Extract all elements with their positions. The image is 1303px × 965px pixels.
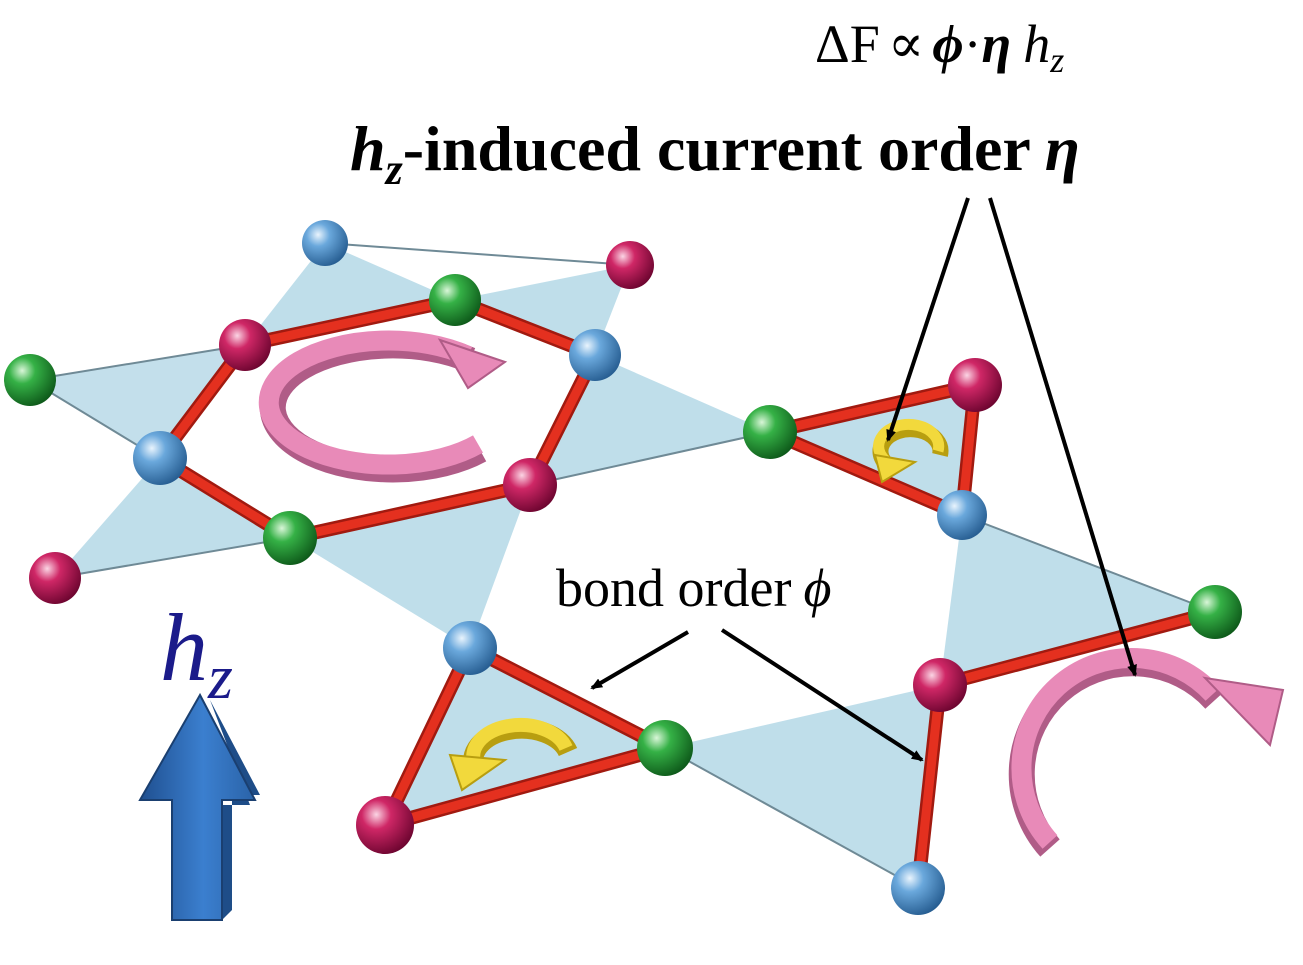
field-arrow-body [138, 692, 257, 921]
pink-loop-arrowhead [1202, 676, 1285, 748]
yellow-loop-arrowhead [873, 453, 918, 484]
arrow-current-small [886, 197, 970, 442]
current-loop-pink-large [258, 330, 508, 483]
atom-red [356, 796, 414, 854]
atom-green [4, 354, 56, 406]
sheet-edges [29, 242, 1216, 889]
arrow-current-large [988, 197, 1137, 677]
atom-blue [937, 490, 987, 540]
pink-loop-arrowhead [437, 338, 508, 390]
sheet-triangle [245, 243, 455, 345]
yellow-loop-arrowhead [448, 753, 508, 792]
atom-green [263, 511, 317, 565]
atom-red [29, 552, 81, 604]
current-loop-yellow-upper [872, 418, 949, 484]
atom-green [637, 720, 693, 776]
atom-blue [443, 621, 497, 675]
atom-red [913, 658, 967, 712]
atom-blue [569, 329, 621, 381]
atom-red [948, 358, 1002, 412]
atom-blue [302, 220, 348, 266]
atom-green [429, 274, 481, 326]
sheet-triangle [30, 345, 245, 458]
atom-green [1188, 585, 1242, 639]
field-arrow [138, 692, 260, 921]
current-loop-yellow-lower [448, 718, 578, 792]
sheet-triangle [530, 355, 770, 485]
current-loop-pink-right [1008, 647, 1285, 857]
field-label: hz [160, 594, 233, 712]
sheet-triangle [940, 515, 1215, 685]
atoms [4, 220, 1242, 915]
atom-red [606, 241, 654, 289]
atom-green [743, 405, 797, 459]
atom-red [503, 458, 557, 512]
arrow-bond-left [590, 630, 690, 690]
sheet-triangle [665, 685, 940, 888]
arrow-bond-right [720, 628, 924, 762]
atom-blue [891, 861, 945, 915]
atom-red [219, 319, 271, 371]
atom-blue [133, 431, 187, 485]
annotation-arrows [590, 197, 1137, 762]
